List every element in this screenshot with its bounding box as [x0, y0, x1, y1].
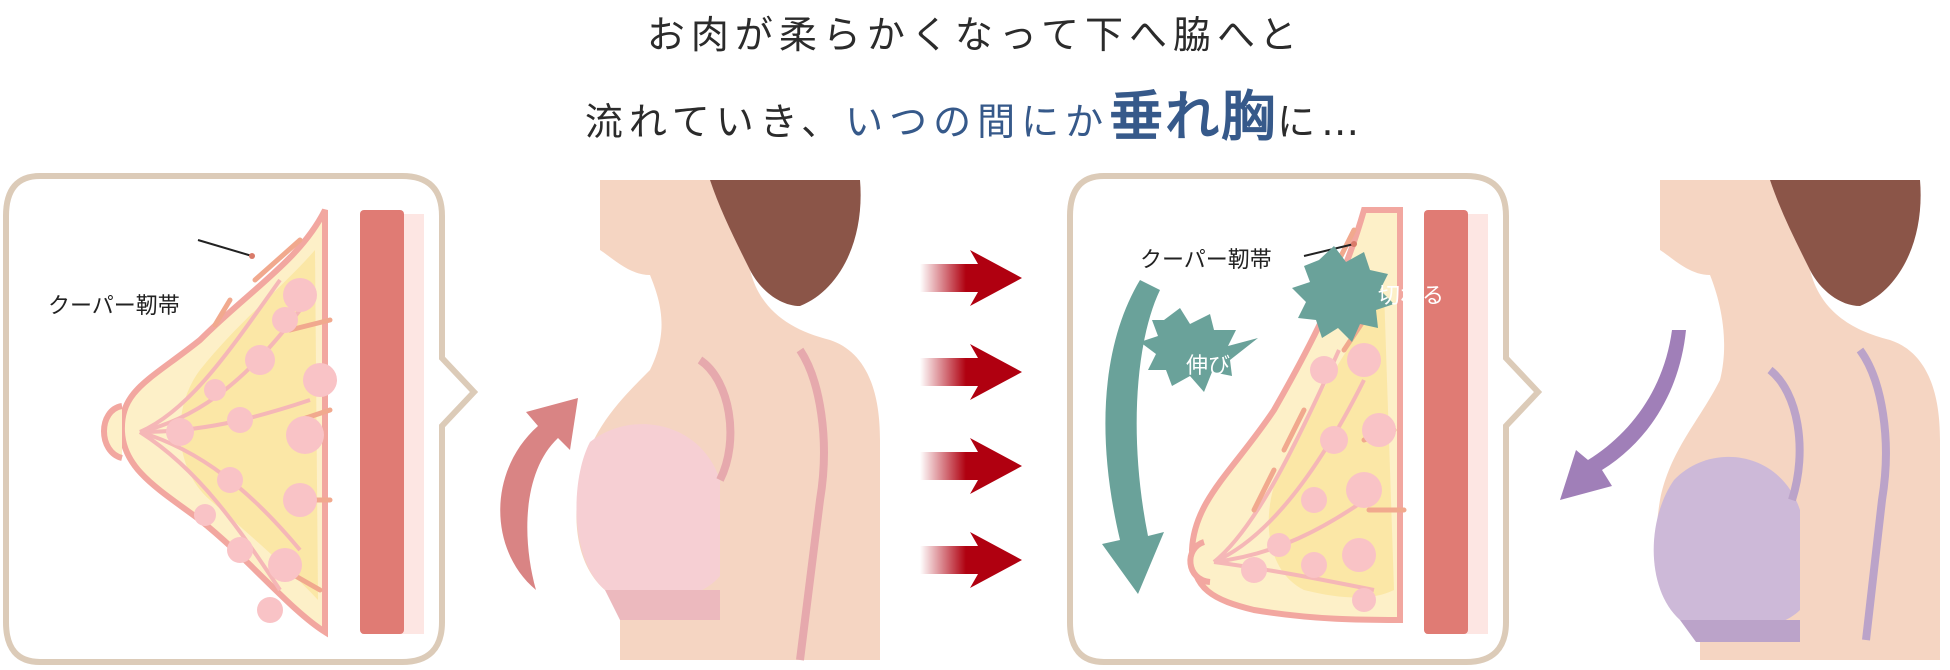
- left-ligament-label: クーパー靭帯: [48, 288, 180, 320]
- headline-line-1: お肉が柔らかくなって下へ脇へと: [0, 4, 1950, 59]
- progression-arrows: [920, 250, 1030, 590]
- red-arrow-icon: [920, 438, 1022, 494]
- red-arrow-icon: [920, 250, 1022, 306]
- healthy-breast-cross-section: [0, 170, 480, 670]
- headline-emphasis: 垂れ胸: [1109, 85, 1277, 148]
- sagging-breast-cross-section: [1064, 170, 1544, 670]
- headline-line-2-part-a: 流れていき、: [585, 100, 845, 144]
- right-ligament-label: クーパー靭帯: [1140, 242, 1272, 274]
- headline-line-2-part-b: いつの間にか: [845, 100, 1109, 144]
- headline-line-2: 流れていき、いつの間にか垂れ胸に…: [0, 72, 1950, 151]
- figure-pink-bra: [560, 180, 890, 660]
- stretch-badge-label: 伸びる: [1186, 348, 1252, 380]
- figure-purple-bra: [1620, 180, 1950, 660]
- headline-line-2-part-c: に…: [1277, 100, 1365, 144]
- red-arrow-icon: [920, 344, 1022, 400]
- red-arrow-icon: [920, 532, 1022, 588]
- cut-badge-label: 切れる: [1378, 278, 1444, 310]
